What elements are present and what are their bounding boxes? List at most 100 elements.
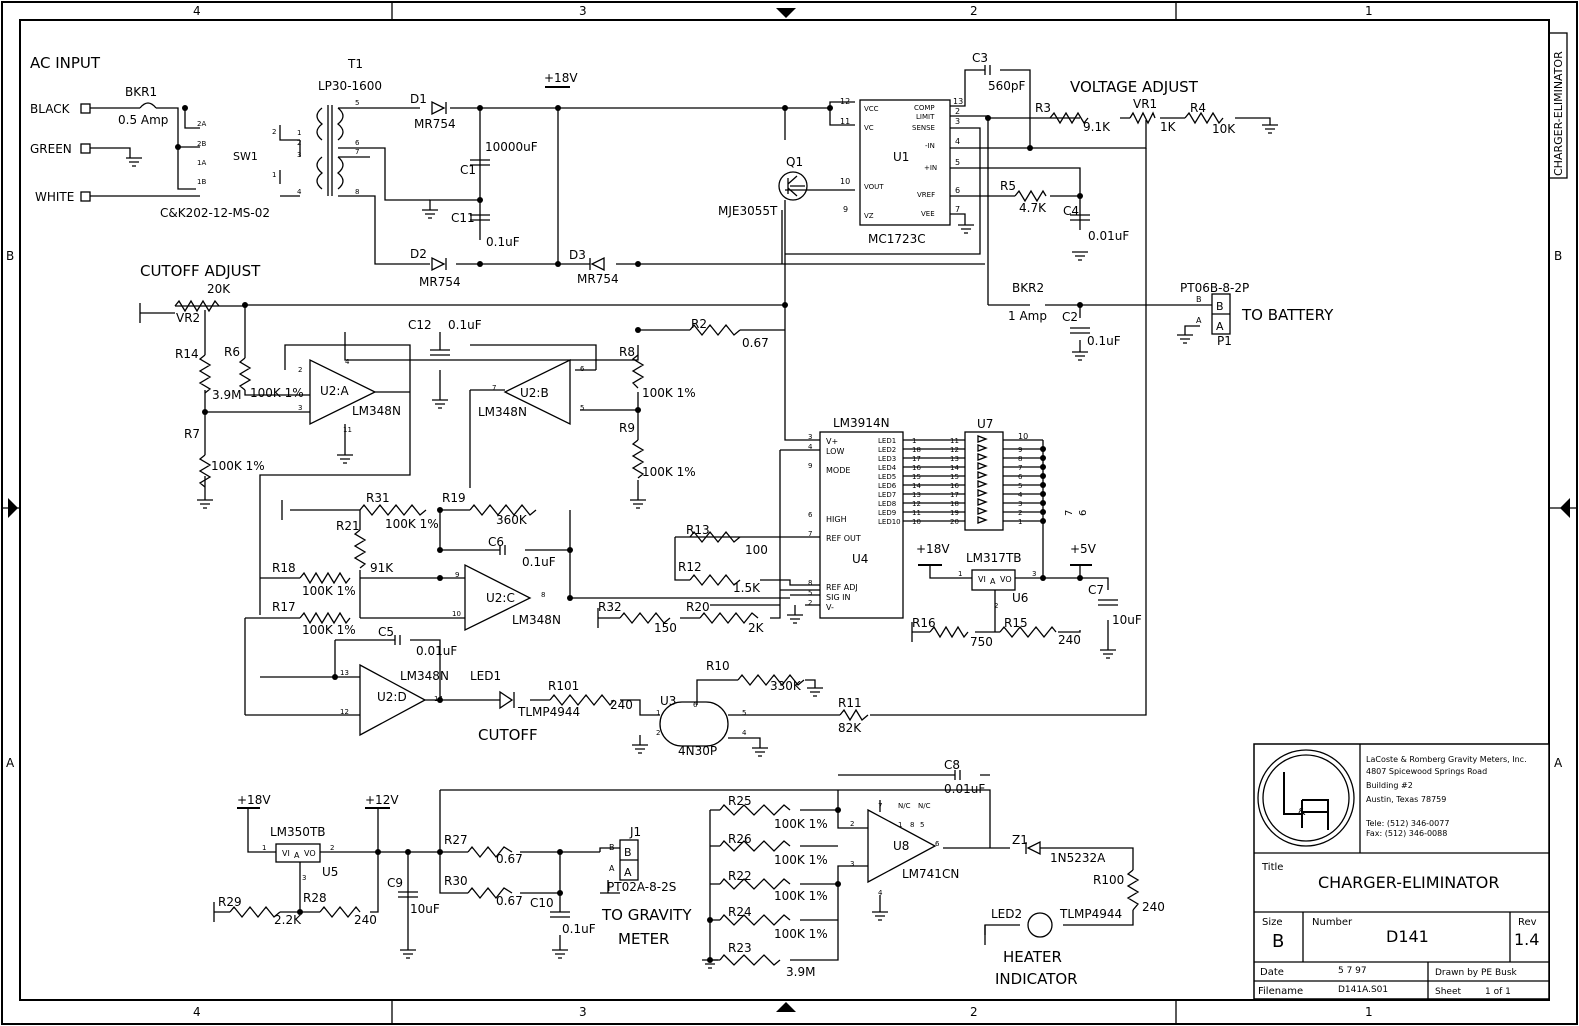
ic-u1-mc1723c (859, 99, 951, 226)
label-r20-val: 2K (748, 621, 765, 635)
label-r3-val: 9.1K (1083, 120, 1111, 134)
label-v12: +12V (365, 793, 399, 807)
label-u2b: U2:B (520, 386, 549, 400)
label-r30: R30 (444, 874, 468, 888)
label-u2a-p11: 11 (343, 426, 352, 434)
label-white: WHITE (35, 190, 74, 204)
label-r17: R17 (272, 600, 296, 614)
label-r6-val: 100K 1% (250, 386, 304, 400)
label-j1-b: B (609, 843, 615, 852)
label-u5-vi: VI (282, 849, 290, 858)
label-u3-p5: 5 (742, 709, 746, 717)
connector-p1: BA (1211, 293, 1231, 335)
label-d2: D2 (410, 247, 427, 261)
label-u1-p3: 3 (955, 117, 960, 126)
u4-led-name: LED5 (878, 473, 896, 481)
label-r24-val: 100K 1% (774, 927, 828, 941)
label-c4-val: 0.01uF (1088, 229, 1129, 243)
regulator-u6 (971, 569, 1016, 591)
label-r30-val: 0.67 (496, 894, 523, 908)
u7-right-pin: 3 (1018, 500, 1022, 508)
label-r9: R9 (619, 421, 635, 435)
u7-pin: 20 (950, 518, 959, 526)
label-j1-a: A (609, 864, 615, 873)
label-u6: U6 (1012, 591, 1028, 605)
zone-bottom-1: 1 (1365, 1005, 1373, 1019)
u7-right-pin: 8 (1018, 455, 1022, 463)
label-u5-p2: 2 (330, 844, 334, 852)
label-c2-val: 0.1uF (1087, 334, 1121, 348)
u4-led-name: LED8 (878, 500, 896, 508)
regulator-u5 (275, 843, 321, 863)
label-r19: R19 (442, 491, 466, 505)
svg-text:A: A (624, 866, 632, 879)
label-vr2: VR2 (176, 311, 200, 325)
label-r23-val: 3.9M (786, 965, 815, 979)
label-c11-val: 0.1uF (486, 235, 520, 249)
label-vr1-val: 1K (1160, 120, 1177, 134)
label-sw-2b: 2B (197, 140, 206, 148)
label-u4-p8: 8 (808, 579, 812, 587)
u7-pin: 19 (950, 509, 959, 517)
power-flags (237, 86, 1092, 809)
label-r18-val: 100K 1% (302, 584, 356, 598)
label-u4-vp: V+ (826, 437, 838, 446)
label-sw-1a: 1A (197, 159, 206, 167)
label-u4-p2: 2 (808, 599, 812, 607)
label-r16-val: 750 (970, 635, 993, 649)
u4-led-pin: 11 (912, 509, 921, 517)
company-fax: Fax: (512) 346-0088 (1366, 829, 1447, 838)
label-c5-val: 0.01uF (416, 644, 457, 658)
label-r100-val: 240 (1142, 900, 1165, 914)
company-name: LaCoste & Romberg Gravity Meters, Inc. (1366, 755, 1527, 764)
label-u3: U3 (660, 694, 676, 708)
label-j1: J1 (629, 825, 641, 839)
label-u2b-p5: 5 (580, 404, 584, 412)
label-z1: Z1 (1012, 833, 1028, 847)
label-u3-p4: 4 (742, 729, 747, 737)
label-p1-pn: PT06B-8-2P (1180, 281, 1249, 295)
label-d3: D3 (569, 248, 586, 262)
label-r20: R20 (686, 600, 710, 614)
label-u5-p1: 1 (262, 844, 266, 852)
label-u1-vout: VOUT (864, 183, 884, 191)
label-u4-refout: REF OUT (826, 534, 861, 543)
u7-segment (977, 498, 988, 506)
led1-symbol (499, 690, 515, 710)
title-label: Title (1261, 862, 1283, 873)
label-bkr1-val: 0.5 Amp (118, 113, 168, 127)
date-label: Date (1260, 967, 1284, 978)
u4-led-pin: 10 (912, 518, 921, 526)
label-u2a-p3: 3 (298, 404, 302, 412)
sheet-label: Sheet (1435, 987, 1461, 997)
size-label: Size (1262, 917, 1283, 928)
label-to-gravity: TO GRAVITY (601, 906, 692, 924)
label-u5-vo: VO (304, 849, 316, 858)
label-black: BLACK (30, 102, 71, 116)
label-u2d: U2:D (377, 690, 407, 704)
label-c7-val: 10uF (1112, 613, 1142, 627)
label-r21-val: 91K (370, 561, 394, 575)
label-c8-val: 0.01uF (944, 782, 985, 796)
label-u6-p1: 1 (958, 570, 962, 578)
label-indicator: INDICATOR (995, 970, 1078, 988)
label-u1-p2: 2 (955, 107, 960, 116)
label-u6-a: A (990, 577, 996, 586)
label-vr1: VR1 (1133, 97, 1157, 111)
label-r26-val: 100K 1% (774, 853, 828, 867)
label-u8: U8 (893, 839, 909, 853)
label-j1-pn: PT02A-8-2S (607, 880, 676, 894)
label-u3-p6: 6 (693, 701, 698, 709)
label-d2-pn: MR754 (419, 275, 461, 289)
label-r2: R2 (691, 317, 707, 331)
zone-bottom-4: 4 (193, 1005, 201, 1019)
label-u7: U7 (977, 417, 993, 431)
label-q1: Q1 (786, 155, 803, 169)
label-u2c-p8: 8 (541, 591, 545, 599)
label-u1-pn: MC1723C (868, 232, 926, 246)
label-r101-val: 240 (610, 698, 633, 712)
u7-pin: 18 (950, 500, 959, 508)
label-r3: R3 (1035, 101, 1051, 115)
label-u2c: U2:C (486, 591, 515, 605)
charger-indicator-line1: 7 (1064, 510, 1075, 516)
